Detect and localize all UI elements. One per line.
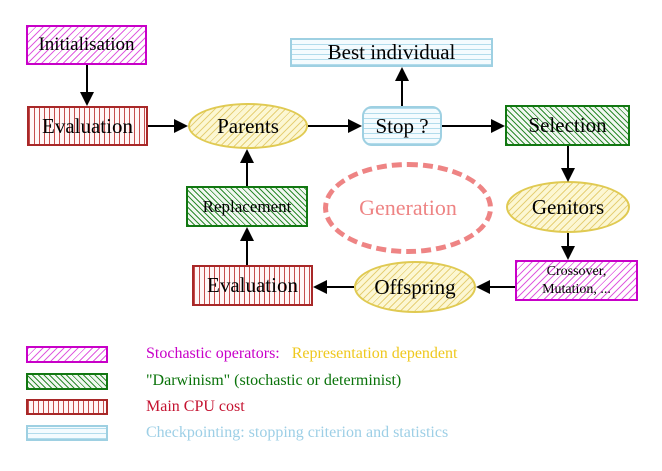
arrowhead-genitors-to-crossover	[561, 246, 575, 260]
arrow-parents-to-stop	[308, 125, 348, 127]
arrow-stop-to-selection	[442, 125, 491, 127]
arrow-stop-to-best	[401, 81, 403, 106]
node-offspring: Offspring	[354, 261, 476, 313]
legend-swatch-cyan-stripes	[26, 425, 108, 441]
arrow-eval-to-replacement	[246, 241, 248, 265]
arrowhead-parents-to-stop	[348, 119, 362, 133]
legend-swatch-red-stripes	[26, 399, 108, 415]
arrow-genitors-to-crossover	[567, 233, 569, 246]
legend-text-cpu-cost: Main CPU cost	[146, 398, 245, 415]
arrow-replacement-to-parents	[246, 163, 248, 186]
legend-text-checkpointing: Checkpointing: stopping criterion and st…	[146, 424, 449, 441]
legend-row-cpu-cost: Main CPU cost	[26, 398, 245, 416]
legend-row-stochastic: Stochastic operators: Representation dep…	[26, 345, 457, 363]
legend-row-checkpointing: Checkpointing: stopping criterion and st…	[26, 424, 448, 442]
arrow-eval-to-parents	[148, 125, 174, 127]
legend-text-representation-dependent: Representation dependent	[291, 345, 458, 362]
node-initialisation: Initialisation	[26, 25, 147, 65]
arrow-crossover-to-offspring	[490, 286, 515, 288]
node-stop: Stop ?	[362, 106, 442, 146]
arrowhead-eval-to-replacement	[240, 227, 254, 241]
arrowhead-offspring-to-eval	[313, 280, 327, 294]
arrowhead-selection-to-genitors	[561, 168, 575, 182]
node-parents: Parents	[188, 103, 308, 149]
legend-row-darwinism: "Darwinism" (stochastic or determinist)	[26, 372, 401, 390]
crossover-line2: Mutation, ...	[542, 281, 611, 297]
arrowhead-stop-to-best	[395, 67, 409, 81]
node-crossover-mutation: Crossover, Mutation, ...	[515, 260, 638, 301]
legend-label-stochastic: Stochastic operators: Representation dep…	[146, 345, 457, 363]
arrowhead-init-to-eval	[80, 92, 94, 106]
node-selection: Selection	[505, 105, 630, 146]
arrow-init-to-eval	[86, 65, 88, 93]
node-replacement: Replacement	[186, 186, 308, 227]
node-genitors: Genitors	[506, 181, 630, 233]
node-best-individual: Best individual	[290, 38, 493, 67]
arrowhead-eval-to-parents	[174, 119, 188, 133]
arrowhead-crossover-to-offspring	[476, 280, 490, 294]
arrow-offspring-to-eval	[327, 286, 354, 288]
arrowhead-stop-to-selection	[491, 119, 505, 133]
arrow-selection-to-genitors	[567, 146, 569, 168]
legend-swatch-magenta-hatch	[26, 345, 108, 363]
legend-text-stochastic-operators: Stochastic operators:	[146, 345, 280, 362]
legend-text-darwinism: "Darwinism" (stochastic or determinist)	[146, 372, 402, 389]
generation-loop-ellipse: Generation	[323, 162, 493, 254]
node-evaluation-bottom: Evaluation	[192, 265, 313, 306]
legend-swatch-green-hatch	[26, 372, 108, 390]
arrowhead-replacement-to-parents	[240, 149, 254, 163]
node-evaluation-top: Evaluation	[27, 106, 148, 146]
crossover-line1: Crossover,	[546, 264, 607, 279]
